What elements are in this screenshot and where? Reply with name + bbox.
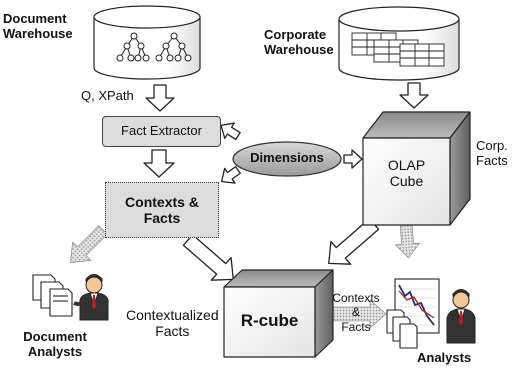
- table-icon: [351, 32, 445, 67]
- document-warehouse-cylinder: [93, 5, 201, 80]
- arrow-query-down: [145, 84, 175, 112]
- fact-extractor-label: Fact Extractor: [121, 123, 202, 139]
- arrow-contexts-to-document-analysts: [70, 225, 108, 263]
- contexts-facts-label: Contexts & Facts: [125, 193, 199, 226]
- olap-cube-label: OLAP Cube: [387, 157, 426, 190]
- contexts-facts-box: Contexts & Facts: [105, 182, 219, 238]
- contextualized-facts-label: Contextualized Facts: [126, 307, 219, 340]
- arrow-corporate-down: [399, 82, 429, 109]
- r-cube: [223, 269, 334, 358]
- corp-facts-label: Corp. Facts: [476, 138, 508, 168]
- rcube-arrow-label: Contexts & Facts: [332, 291, 380, 334]
- tree-icon: [155, 32, 192, 62]
- person-icon: [73, 274, 109, 321]
- dimensions-label: Dimensions: [250, 150, 324, 165]
- document-analysts-label: Document Analysts: [23, 329, 87, 359]
- dimensions-node: [232, 141, 342, 177]
- r-cube-label: R-cube: [240, 311, 299, 330]
- fact-extractor-box: Fact Extractor: [102, 116, 221, 147]
- documents-icon: [386, 309, 418, 349]
- arrow-contexts-to-rcube: [182, 234, 234, 281]
- arrow-dimensions-to-contexts: [220, 166, 241, 184]
- documents-icon: [32, 274, 73, 317]
- arrow-dimensions-to-extractor: [220, 122, 241, 141]
- corporate-warehouse-label: Corporate Warehouse: [264, 27, 334, 57]
- arrow-olap-to-analysts: [395, 221, 420, 259]
- document-warehouse-label: Document Warehouse: [3, 11, 73, 41]
- tree-icon: [116, 32, 150, 62]
- analysts-label: Analysts: [417, 350, 472, 365]
- olap-cube: [362, 111, 471, 226]
- arrow-dimensions-to-olap: [343, 149, 363, 169]
- query-label: Q, XPath: [81, 88, 134, 103]
- person-icon: [446, 289, 476, 344]
- arrow-extractor-down: [143, 149, 175, 178]
